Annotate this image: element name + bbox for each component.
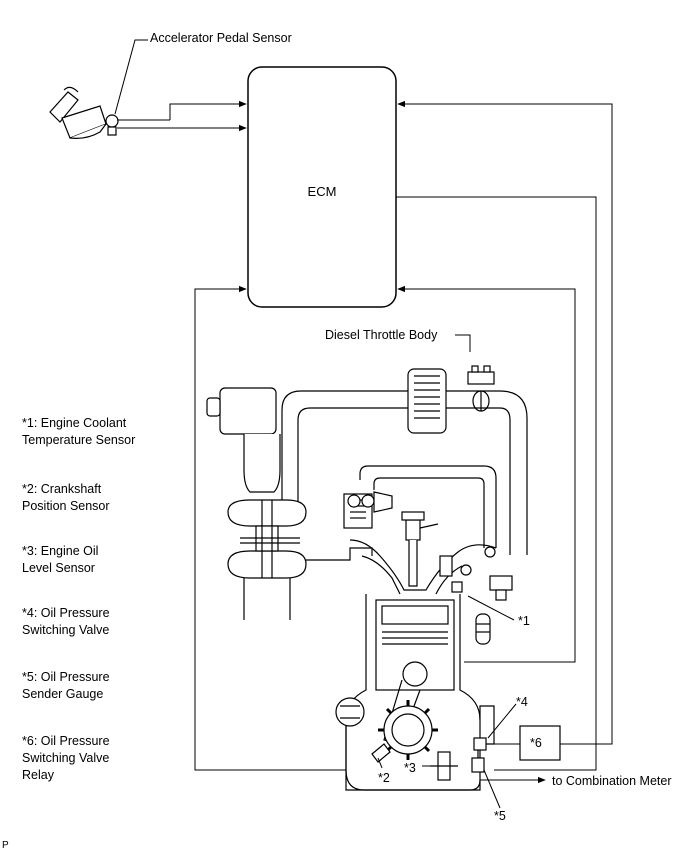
callout-6: *6 (530, 736, 542, 750)
oil-pressure-valve-icon (471, 705, 495, 773)
callout-1: *1 (518, 614, 530, 628)
coolant-sensor-icon (451, 575, 513, 645)
wire-relay-to-ecm (397, 100, 613, 745)
legend-6-line1: *6: Oil Pressure (22, 734, 110, 748)
legend-item-6: *6: Oil Pressure Switching Valve Relay (22, 733, 110, 784)
legend-item-5: *5: Oil Pressure Sender Gauge (22, 669, 110, 703)
callout-3: *3 (404, 761, 416, 775)
legend-2-line1: *2: Crankshaft (22, 482, 102, 496)
c2-leader (377, 757, 383, 769)
accelerator-pedal-icon (49, 86, 119, 139)
callout-5: *5 (494, 809, 506, 823)
c1-leader (467, 595, 515, 621)
c4-leader (487, 703, 517, 739)
legend-6-line2: Switching Valve (22, 751, 110, 765)
ecm-label: ECM (308, 184, 337, 199)
ecm-box (247, 66, 397, 308)
legend-4-line1: *4: Oil Pressure (22, 606, 110, 620)
legend-item-3: *3: Engine Oil Level Sensor (22, 543, 98, 577)
legend-4-line2: Switching Valve (22, 623, 110, 637)
throttle-leader-line (455, 334, 471, 352)
legend-2-line2: Position Sensor (22, 499, 110, 513)
pedal-signal-1b (169, 100, 247, 120)
legend-1-line1: *1: Engine Coolant (22, 416, 127, 430)
cylinder-head-icon (343, 491, 497, 595)
crankshaft-sensor-icon (371, 743, 391, 763)
legend-6-line3: Relay (22, 768, 54, 782)
oil-pressure-relay-box (519, 725, 561, 761)
callout-4: *4 (516, 695, 528, 709)
legend-item-1: *1: Engine Coolant Temperature Sensor (22, 415, 135, 449)
c5-leader (483, 769, 501, 809)
accelerator-pedal-sensor-label: Accelerator Pedal Sensor (150, 31, 292, 45)
page-mark: P (2, 840, 9, 851)
intake-ducting (281, 368, 528, 555)
combination-meter-label: to Combination Meter (552, 774, 672, 788)
pedal-leader-line (114, 39, 148, 115)
wire-crank-to-ecm (194, 285, 346, 771)
air-cleaner-icon (206, 387, 281, 493)
throttle-body-icon (467, 365, 495, 412)
legend-item-4: *4: Oil Pressure Switching Valve (22, 605, 110, 639)
legend-3-line2: Level Sensor (22, 561, 95, 575)
callout-2: *2 (378, 771, 390, 785)
turbocharger-icon (227, 499, 373, 620)
legend-1-line2: Temperature Sensor (22, 433, 136, 447)
engine-block-icon (335, 594, 481, 791)
wire-coolant-to-ecm (397, 285, 576, 663)
legend-3-line1: *3: Engine Oil (22, 544, 99, 558)
legend-item-2: *2: Crankshaft Position Sensor (22, 481, 110, 515)
legend-5-line1: *5: Oil Pressure (22, 670, 110, 684)
wire-ecm-to-throttle (396, 196, 597, 771)
throttle-body-label: Diesel Throttle Body (325, 328, 438, 342)
legend-5-line2: Sender Gauge (22, 687, 104, 701)
